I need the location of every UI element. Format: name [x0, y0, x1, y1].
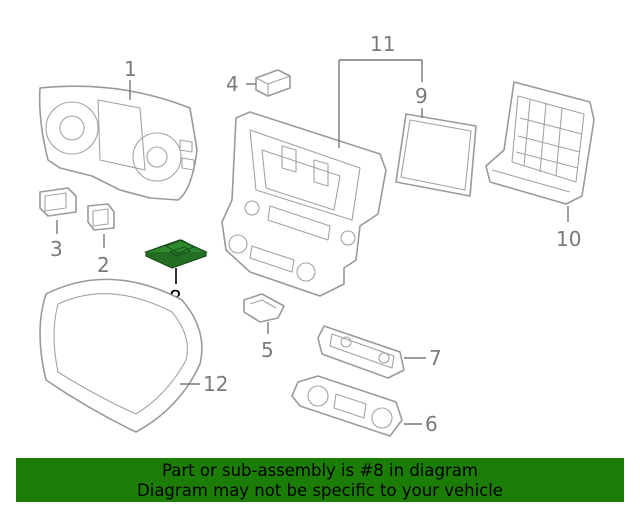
part-6-control-panel[interactable]	[291, 375, 403, 437]
callout-5[interactable]: 5	[261, 338, 274, 362]
callout-3[interactable]: 3	[50, 237, 63, 261]
callout-12[interactable]: 12	[203, 372, 228, 396]
callout-6[interactable]: 6	[425, 412, 438, 436]
callout-2[interactable]: 2	[97, 253, 110, 277]
info-banner: Part or sub-assembly is #8 in diagram Di…	[16, 458, 624, 502]
callout-9[interactable]: 9	[415, 84, 428, 108]
callout-10[interactable]: 10	[556, 227, 581, 251]
callout-7[interactable]: 7	[429, 346, 442, 370]
banner-line-1: Part or sub-assembly is #8 in diagram	[162, 461, 478, 480]
part-5-bracket[interactable]	[243, 293, 285, 323]
part-1-instrument-cluster[interactable]	[38, 85, 198, 201]
leader-11	[338, 59, 423, 148]
callout-4[interactable]: 4	[226, 72, 239, 96]
callout-11[interactable]: 11	[370, 32, 395, 56]
part-9-display-screen[interactable]	[395, 113, 477, 197]
part-3-switch[interactable]	[39, 187, 77, 217]
part-10-mounting-bracket[interactable]	[485, 81, 595, 205]
part-4-sensor[interactable]	[255, 69, 291, 97]
banner-line-2: Diagram may not be specific to your vehi…	[137, 481, 503, 500]
callout-1[interactable]: 1	[124, 57, 137, 81]
part-2-switch[interactable]	[87, 203, 115, 231]
part-12-trim-bezel[interactable]	[39, 278, 203, 433]
part-7-climate-control-panel[interactable]	[317, 325, 405, 379]
part-11-center-housing[interactable]	[221, 111, 387, 297]
part-8-module-highlighted[interactable]	[144, 239, 208, 269]
parts-diagram: 1 3 2 8 12 4	[38, 32, 595, 437]
